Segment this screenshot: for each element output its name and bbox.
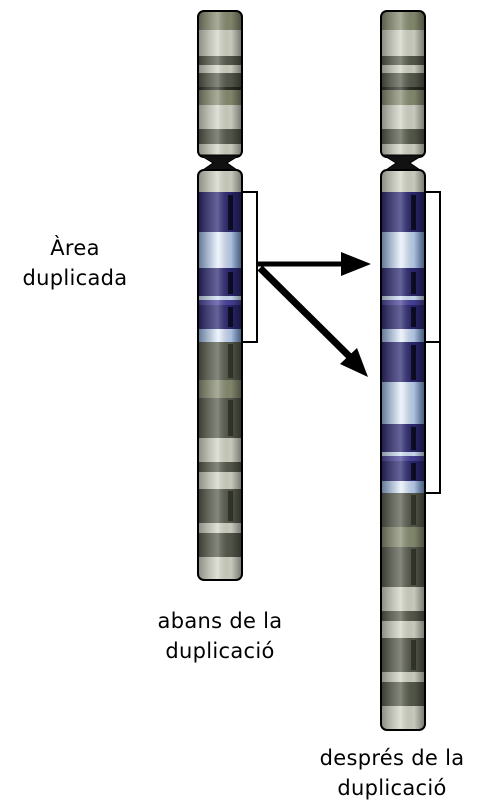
after-duplication-label: després de la duplicació: [298, 743, 486, 803]
after-duplication-label-line2: duplicació: [298, 773, 486, 803]
before-duplication-label-line2: duplicació: [120, 636, 320, 666]
chromosome-before: [198, 11, 242, 580]
after-duplication-label-line1: després de la: [298, 743, 486, 773]
chromosome-before-p-arm: [198, 11, 242, 157]
chromosome-after-q-arm: [381, 170, 425, 730]
duplicated-area-bracket-after: [425, 192, 440, 493]
duplicated-area-label-line2: duplicada: [0, 263, 150, 293]
arrow-right-icon: [258, 252, 371, 276]
arrow-down-right-icon: [260, 268, 368, 377]
chromosome-after-p-arm: [381, 11, 425, 157]
chromosome-before-q-arm: [198, 170, 242, 580]
before-duplication-label: abans de la duplicació: [120, 606, 320, 666]
duplicated-area-label-line1: Àrea: [0, 233, 150, 263]
duplicated-area-label: Àrea duplicada: [0, 233, 150, 293]
before-duplication-label-line1: abans de la: [120, 606, 320, 636]
chromosome-after: [381, 11, 425, 730]
duplicated-area-bracket-before: [242, 192, 257, 342]
